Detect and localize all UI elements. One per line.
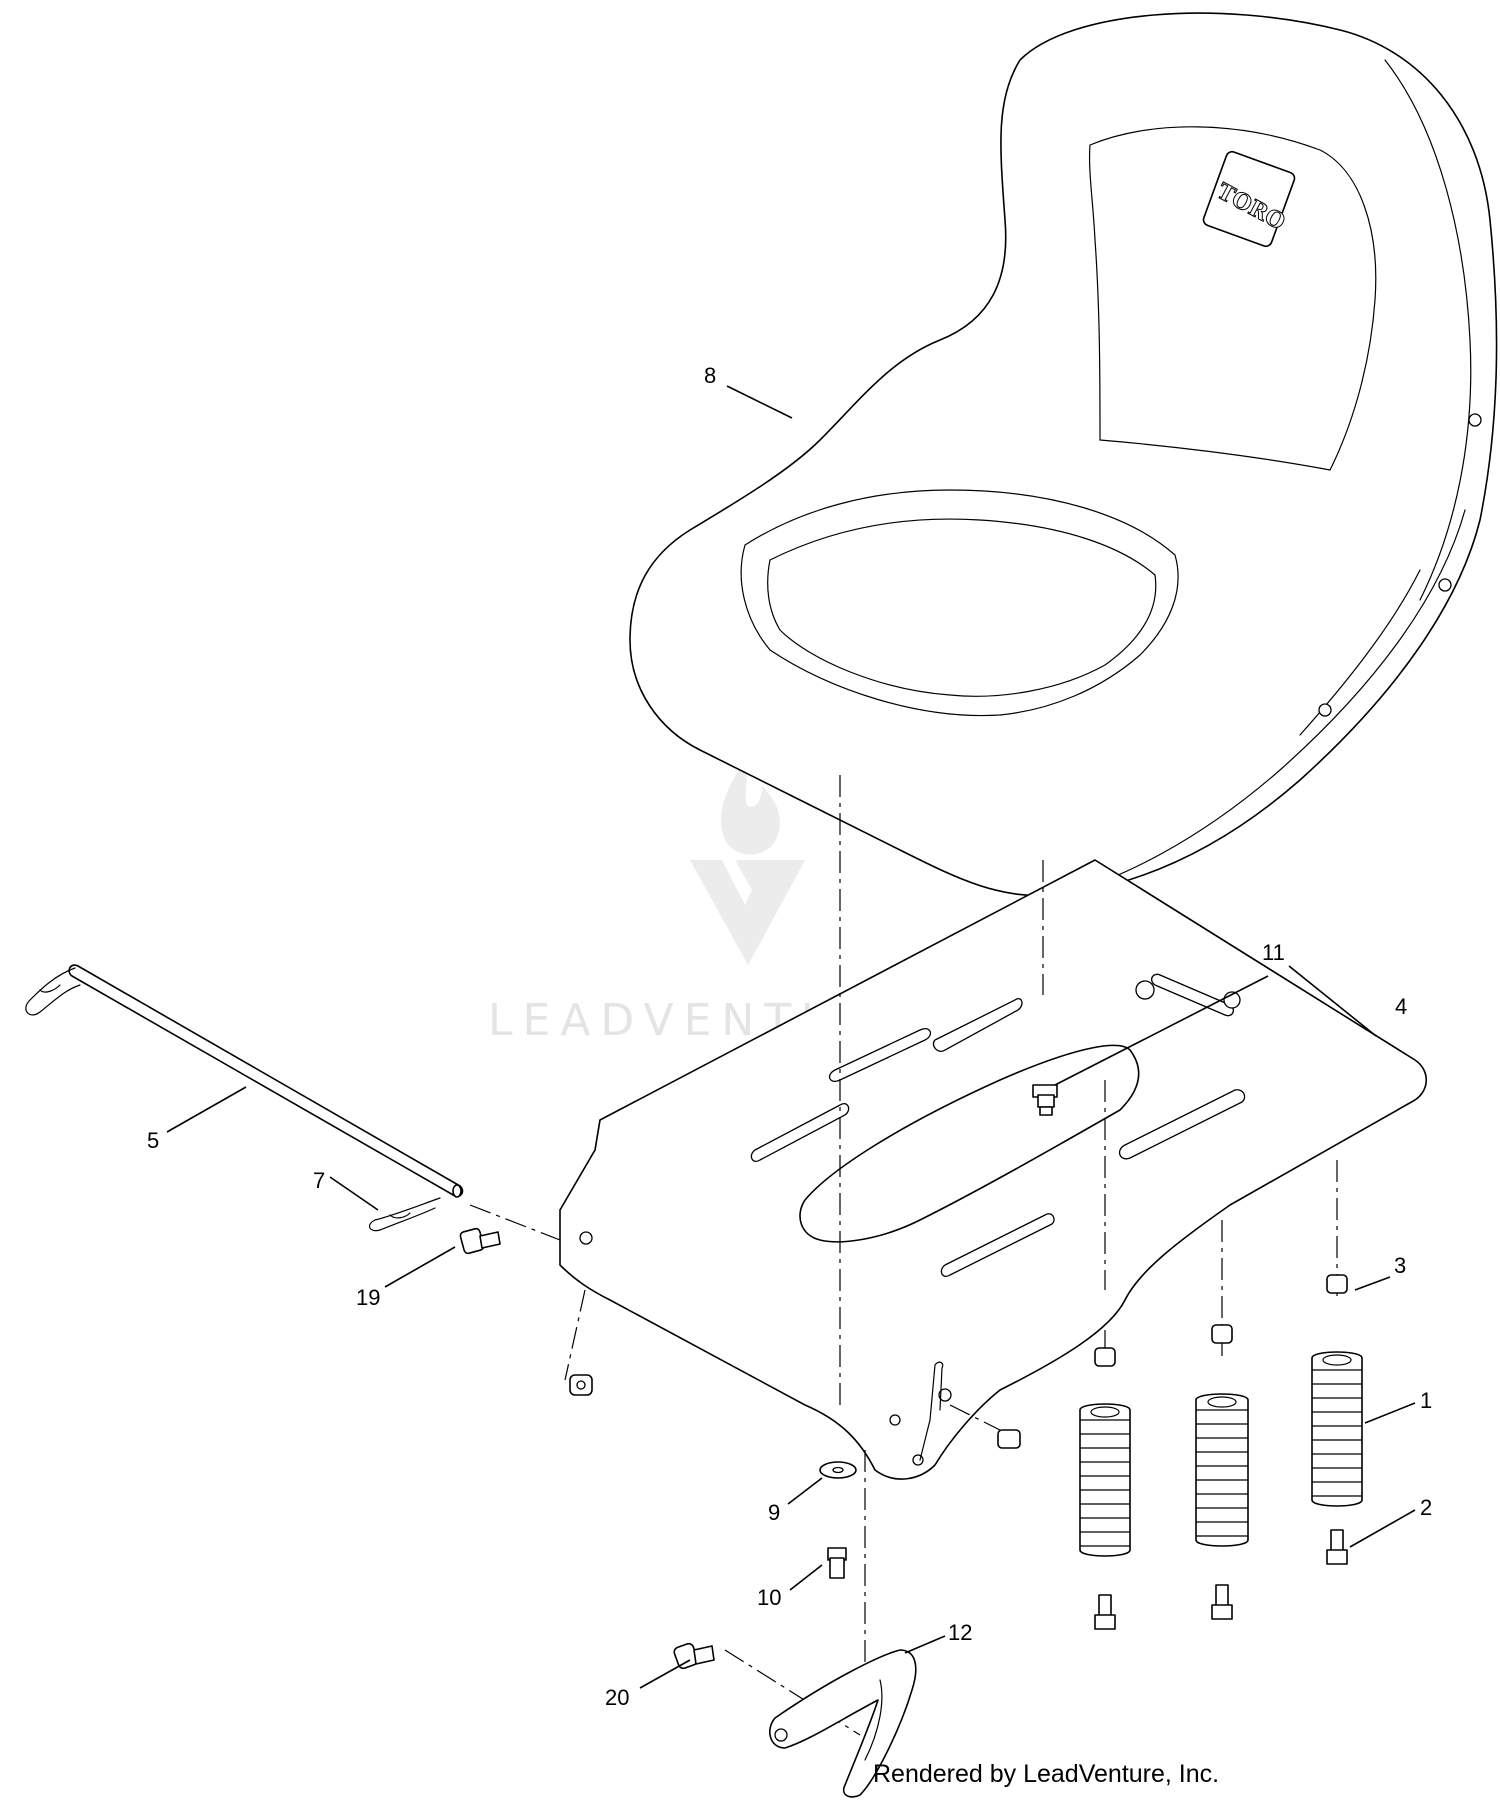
rod bbox=[68, 964, 464, 1198]
spring-middle bbox=[1195, 1393, 1249, 1547]
spring-nut-right bbox=[1326, 1274, 1348, 1294]
callout-9: 9 bbox=[768, 1500, 780, 1525]
callout-11: 11 bbox=[1262, 940, 1285, 965]
callout-12: 12 bbox=[948, 1620, 972, 1645]
hair-pin-clip-7 bbox=[368, 1197, 441, 1232]
bolt-10 bbox=[827, 1547, 847, 1579]
callout-8: 8 bbox=[704, 363, 716, 388]
spring-left bbox=[1079, 1403, 1131, 1557]
callout-5: 5 bbox=[147, 1128, 159, 1153]
hair-pin-clip-left bbox=[25, 967, 81, 1016]
callouts: 8 11 4 5 7 19 3 1 2 9 10 20 12 bbox=[147, 363, 1432, 1710]
callout-3: 3 bbox=[1394, 1253, 1406, 1278]
callout-1: 1 bbox=[1420, 1388, 1432, 1413]
spring-nut-left bbox=[1094, 1347, 1116, 1367]
rendered-by-footer: Rendered by LeadVenture, Inc. bbox=[873, 1760, 1219, 1788]
bolt-20 bbox=[673, 1642, 715, 1670]
washer bbox=[819, 1461, 857, 1479]
callout-2: 2 bbox=[1420, 1495, 1432, 1520]
spring-right bbox=[1311, 1351, 1363, 1507]
spring-bolt-middle bbox=[1211, 1584, 1233, 1620]
callout-7: 7 bbox=[313, 1168, 325, 1193]
callout-10: 10 bbox=[757, 1585, 781, 1610]
spring-bolt-right bbox=[1326, 1529, 1348, 1565]
seat-pan bbox=[559, 859, 1428, 1480]
bracket bbox=[769, 1649, 917, 1798]
bolt-11 bbox=[1032, 1084, 1058, 1116]
spring-nut-middle bbox=[1211, 1324, 1233, 1344]
callout-20: 20 bbox=[605, 1685, 629, 1710]
seat: TORO bbox=[629, 12, 1498, 897]
nut-right bbox=[997, 1429, 1021, 1449]
leader-lines bbox=[166, 385, 1416, 1689]
nut-left bbox=[569, 1374, 593, 1396]
callout-19: 19 bbox=[356, 1285, 380, 1310]
bolt-19 bbox=[459, 1227, 501, 1255]
spring-bolt-left bbox=[1094, 1594, 1116, 1630]
callout-4: 4 bbox=[1395, 994, 1407, 1019]
